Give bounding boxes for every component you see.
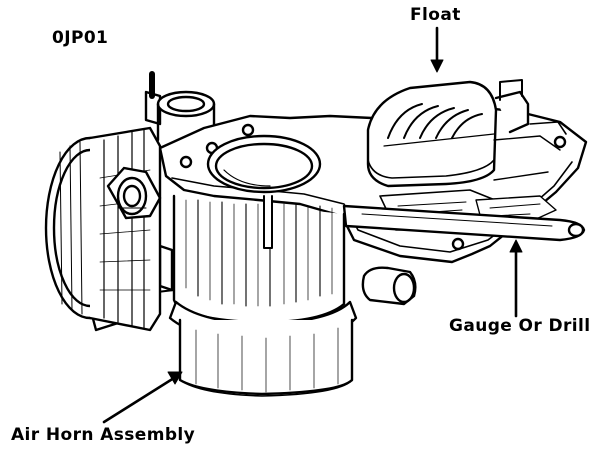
gauge-or-drill-label: Gauge Or Drill: [449, 316, 591, 336]
air-horn-assembly-label: Air Horn Assembly: [11, 425, 196, 445]
choke-housing: [44, 126, 162, 332]
float-arrowhead: [430, 59, 444, 73]
gauge-drill: [342, 204, 586, 242]
float: [366, 80, 498, 188]
gauge-arrowhead: [509, 239, 523, 253]
float-label: Float: [410, 5, 461, 25]
air-horn-arrowhead: [167, 371, 183, 385]
leader-arrows: [102, 26, 523, 424]
figure-id-label: 0JP01: [52, 28, 109, 48]
air-horn-leader: [102, 376, 176, 424]
